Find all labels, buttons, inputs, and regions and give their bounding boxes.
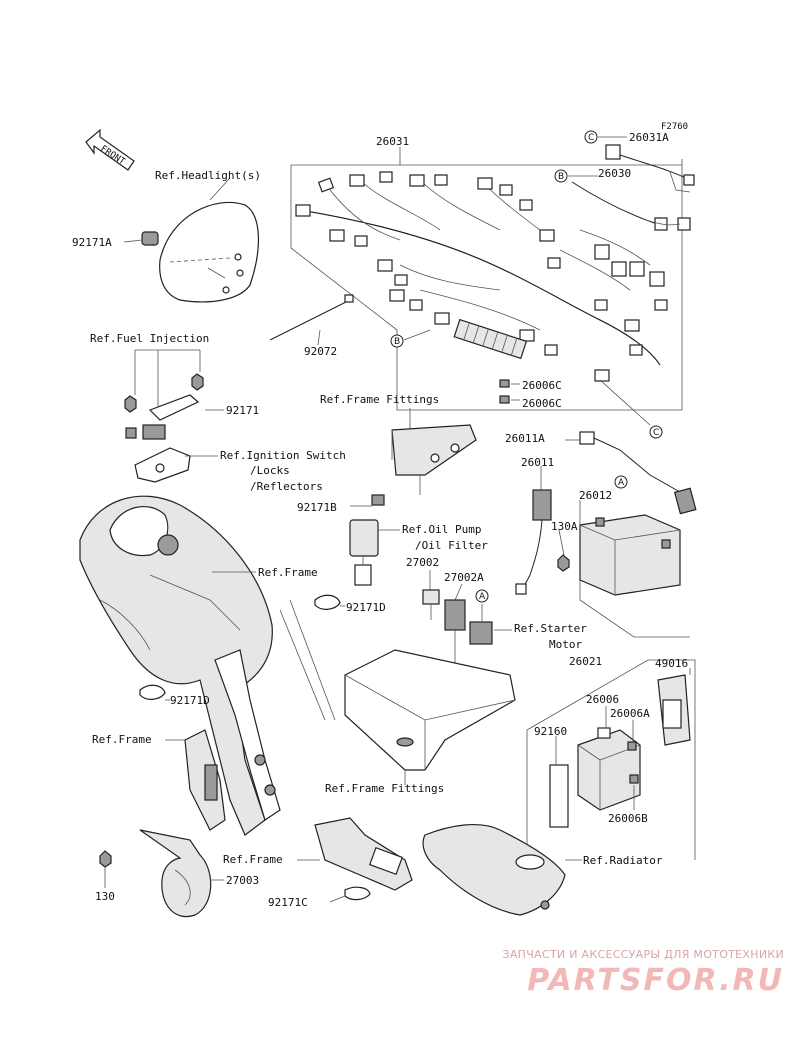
callout-26006c-2: 26006C: [522, 397, 562, 410]
callout-130a: 130A: [551, 520, 578, 533]
diagram-code: F2760: [661, 122, 688, 132]
ref-oil-pump-1: Ref.Oil Pump: [402, 523, 481, 536]
clip-92171a: [123, 231, 159, 246]
callout-26021: 26021: [569, 655, 602, 668]
ref-frame-fittings-bottom: Ref.Frame Fittings: [325, 782, 444, 795]
ref-frame-fittings-top: Ref.Frame Fittings: [320, 393, 439, 406]
callout-92171d-2: 92171D: [170, 694, 210, 707]
starter-relay: [469, 604, 512, 645]
callout-130: 130: [95, 890, 115, 903]
watermark-tagline: ЗАПЧАСТИ И АКСЕССУАРЫ ДЛЯ МОТОТЕХНИКИ: [502, 948, 784, 961]
sub-harness-26031a: [598, 136, 695, 193]
watermark-logo: PARTSFOR.RU: [527, 963, 784, 998]
ref-ignition-2: /Locks: [250, 464, 290, 477]
ref-ignition-1: Ref.Ignition Switch: [220, 449, 346, 462]
callout-27002a: 27002A: [444, 571, 484, 584]
ref-frame-1: Ref.Frame: [258, 566, 318, 579]
radiator-cover: [422, 824, 582, 916]
switch-27002: [422, 570, 466, 665]
callout-92171c: 92171C: [268, 896, 308, 909]
callout-92171a: 92171A: [72, 236, 112, 249]
svg-text:A: A: [479, 592, 486, 602]
callout-92160: 92160: [534, 725, 567, 738]
battery-cables: [515, 431, 697, 595]
svg-text:A: A: [618, 478, 625, 488]
callout-92171: 92171: [226, 404, 259, 417]
marker-a-lower: A: [475, 589, 489, 603]
callout-26011: 26011: [521, 456, 554, 469]
marker-a-upper: A: [614, 475, 628, 489]
frame-bottom-ref: [297, 817, 413, 903]
callout-26006a: 26006A: [610, 707, 650, 720]
clip-92171d-1: [314, 594, 345, 610]
ref-frame-3: Ref.Frame: [223, 853, 283, 866]
front-arrow-icon: FRONT: [85, 128, 135, 171]
ecu-group: [526, 659, 696, 860]
ref-frame-2: Ref.Frame: [92, 733, 152, 746]
main-harness-group: [290, 147, 683, 411]
svg-text:C: C: [588, 133, 594, 143]
marker-c-top: C: [584, 130, 598, 144]
frame-fitting-bracket: [350, 408, 477, 507]
callout-26006c-1: 26006C: [522, 379, 562, 392]
tie-92072: [269, 294, 354, 346]
relay-part: [349, 519, 400, 586]
callout-26031: 26031: [376, 135, 409, 148]
ref-starter-1: Ref.Starter: [514, 622, 587, 635]
clip-92171d-2: [139, 684, 170, 701]
callout-92171b: 92171B: [297, 501, 337, 514]
svg-text:C: C: [653, 428, 659, 438]
frame-ref: [79, 495, 336, 836]
ref-headlight: Ref.Headlight(s): [155, 169, 261, 182]
marker-b-top: B: [554, 169, 568, 183]
ref-fuel-injection: Ref.Fuel Injection: [90, 332, 209, 345]
callout-49016: 49016: [655, 657, 688, 670]
callout-92171d-1: 92171D: [346, 601, 386, 614]
ref-ignition-3: /Reflectors: [250, 480, 323, 493]
svg-text:B: B: [558, 172, 564, 182]
watermark: ЗАПЧАСТИ И АКСЕССУАРЫ ДЛЯ МОТОТЕХНИКИ PA…: [502, 948, 784, 998]
callout-26006b: 26006B: [608, 812, 648, 825]
ref-starter-2: Motor: [549, 638, 582, 651]
battery-26012: [579, 500, 690, 638]
callout-26030: 26030: [598, 167, 631, 180]
ignition-bracket: [134, 447, 218, 483]
callout-26011a: 26011A: [505, 432, 545, 445]
battery-tray: [344, 649, 516, 785]
marker-c-lower: C: [599, 379, 663, 439]
callout-92072: 92072: [304, 345, 337, 358]
ref-radiator: Ref.Radiator: [583, 854, 663, 867]
callout-26006: 26006: [586, 693, 619, 706]
bracket-92171: [124, 349, 224, 440]
marker-b-lower: B: [390, 329, 431, 348]
callout-26031a: 26031A: [629, 131, 669, 144]
horn-27003: [99, 829, 224, 918]
sub-harness-26030: [568, 175, 691, 231]
ref-oil-pump-2: /Oil Filter: [415, 539, 488, 552]
callout-27002: 27002: [406, 556, 439, 569]
headlight-ref: [159, 177, 259, 303]
callout-27003: 27003: [226, 874, 259, 887]
svg-text:B: B: [394, 337, 400, 347]
callout-26012: 26012: [579, 489, 612, 502]
frame-lower-ref: [165, 729, 226, 831]
